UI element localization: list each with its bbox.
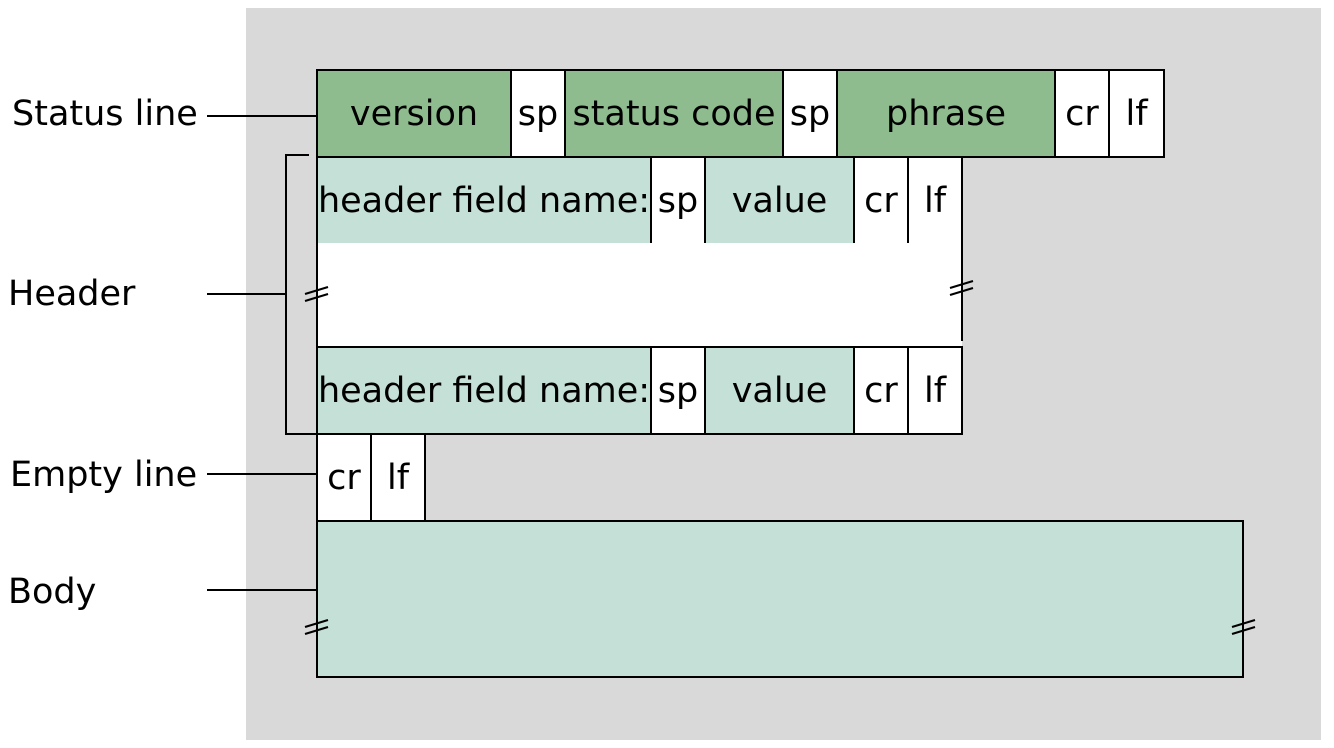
- header-value-cell: value: [704, 346, 855, 435]
- header-lf-cell: lf: [907, 346, 963, 435]
- break-mark-icon: [1231, 619, 1256, 635]
- status-sp-cell-2: sp: [782, 69, 838, 158]
- header-gap-left-edge: [316, 243, 318, 348]
- break-mark-icon: [304, 619, 329, 635]
- label-empty-line: Empty line: [10, 455, 198, 495]
- header-bracket-top: [285, 154, 309, 156]
- header-field-name-cell: header field name:: [316, 156, 652, 245]
- status-lf-cell: lf: [1108, 69, 1165, 158]
- connector-header: [207, 293, 286, 295]
- label-status-line: Status line: [12, 94, 198, 134]
- break-mark-icon: [304, 286, 329, 302]
- connector-body: [207, 589, 317, 591]
- empty-line-lf-cell: lf: [370, 433, 426, 522]
- label-body: Body: [8, 572, 97, 612]
- empty-line-cr-cell: cr: [316, 433, 372, 522]
- status-cr-cell: cr: [1054, 69, 1110, 158]
- header-field-name-cell: header field name:: [316, 346, 652, 435]
- header-elided-region: [317, 243, 962, 348]
- label-header: Header: [8, 274, 136, 314]
- status-code-cell: status code: [564, 69, 784, 158]
- header-cr-cell: cr: [853, 346, 909, 435]
- header-cr-cell: cr: [853, 156, 909, 245]
- status-version-cell: version: [316, 69, 512, 158]
- header-bracket: [285, 154, 287, 435]
- break-mark-icon: [949, 280, 974, 296]
- header-sp-cell: sp: [650, 156, 706, 245]
- header-bracket-bottom: [285, 433, 317, 435]
- body-region: [316, 520, 1244, 678]
- status-sp-cell: sp: [510, 69, 566, 158]
- connector-empty-line: [207, 473, 317, 475]
- connector-status-line: [207, 115, 317, 117]
- header-value-cell: value: [704, 156, 855, 245]
